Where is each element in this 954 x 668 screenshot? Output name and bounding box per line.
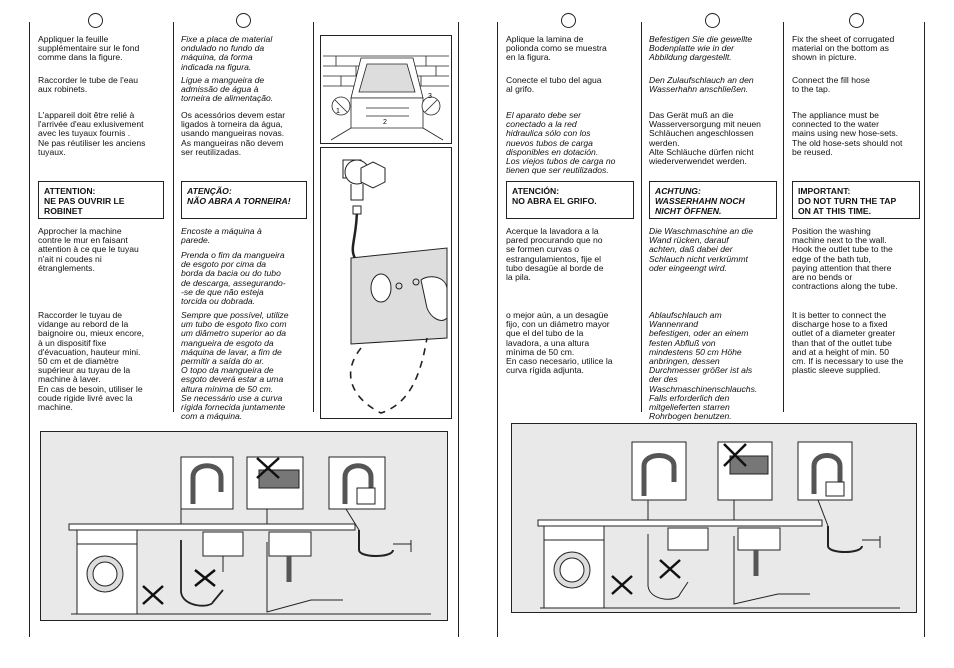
de-hose-note: Das Gerät muß an die Wasserversorgung mi… — [649, 110, 761, 167]
es-position-text: Acerque la lavadora a la pared procurand… — [506, 226, 604, 283]
pt-sheet-block: Fixe a placa de material ondulado no fun… — [181, 34, 311, 72]
fr-position-text: Approcher la machine contre le mur en fa… — [38, 226, 139, 273]
language-flag-circle — [705, 13, 720, 28]
pt-warning-box: ATENÇÃO: NÃO ABRA A TORNEIRA! — [181, 181, 307, 219]
left-page: Appliquer la feuille supplémentaire sur … — [29, 13, 459, 637]
de-drain-block: Ablaufschlauch am Wannenrand befestigen,… — [649, 310, 781, 422]
language-flag-circle — [849, 13, 864, 28]
es-hose-block: El aparato debe ser conectado a la red h… — [506, 110, 638, 176]
es-hose-note: El aparato debe ser conectado a la red h… — [506, 110, 616, 176]
en-hose-block: The appliance must be connected to the w… — [792, 110, 924, 157]
de-warning-box: ACHTUNG: WASSERHAHN NOCH NICHT ÖFFNEN. — [649, 181, 777, 219]
pt-sleeve-block: Se necessário use a curva rígida forneci… — [181, 393, 311, 422]
en-drain-text: It is better to connect the discharge ho… — [792, 310, 904, 376]
machine-bottom-illustration: 1 2 3 — [323, 55, 449, 141]
en-drain-block: It is better to connect the discharge ho… — [792, 310, 924, 376]
fr-hose-note-block: L'appareil doit être relié à l'arrivée d… — [38, 110, 168, 157]
pt-position-text: Encoste a máquina à parede. — [181, 226, 262, 246]
column-divider — [641, 22, 642, 412]
es-step-tap: Conecte el tubo del agua al grifo. — [506, 75, 602, 95]
de-drain-text: Ablaufschlauch am Wannenrand befestigen,… — [649, 310, 758, 422]
pt-outlet-text: Sempre que possível, utilize um tubo de … — [181, 310, 289, 394]
language-flag-circle — [236, 13, 251, 28]
step-number-1: 1 — [336, 108, 340, 115]
en-warning-box: IMPORTANT: DO NOT TURN THE TAP ON AT THI… — [792, 181, 920, 219]
de-sheet-block: Befestigen Sie die gewellte Bodenplatte … — [649, 34, 781, 63]
drain-hose-figure — [511, 423, 917, 613]
es-step-sheet: Aplique la lamina de polionda como se mu… — [506, 34, 607, 63]
pt-step-tap: Ligue a mangueira de admissão de água à … — [181, 75, 274, 104]
corrugated-sheet-figure: 1 2 3 — [320, 35, 452, 144]
tap-and-hose-illustration — [342, 159, 448, 414]
de-tap-block: Den Zulaufschlauch an den Wasserhahn ans… — [649, 75, 781, 95]
fr-position-block: Approcher la machine contre le mur en fa… — [38, 226, 168, 273]
en-step-sheet: Fix the sheet of corrugated material on … — [792, 34, 895, 63]
fr-drain-text: Raccorder le tuyau de vidange au rebord … — [38, 310, 145, 413]
right-page: Aplique la lamina de polionda como se mu… — [477, 0, 954, 668]
en-sheet-block: Fix the sheet of corrugated material on … — [792, 34, 924, 63]
pt-tap-block: Ligue a mangueira de admissão de água à … — [181, 75, 311, 104]
pt-sleeve-text: Se necessário use a curva rígida forneci… — [181, 393, 286, 422]
language-flag-circle — [88, 13, 103, 28]
de-position-block: Die Waschmaschine an die Wand rücken, da… — [649, 226, 781, 273]
de-step-tap: Den Zulaufschlauch an den Wasserhahn ans… — [649, 75, 754, 95]
pt-drain-block: Prenda o fim da mangueira de esgoto por … — [181, 250, 311, 307]
fr-step-tap: Raccorder le tube de l'eau aux robinets. — [38, 75, 139, 95]
step-number-2: 2 — [383, 119, 387, 126]
french-column: Appliquer la feuille supplémentaire sur … — [38, 34, 168, 63]
es-tap-block: Conecte el tubo del agua al grifo. — [506, 75, 638, 95]
drain-installation-illustration — [537, 441, 900, 609]
en-step-tap: Connect the fill hose to the tap. — [792, 75, 870, 95]
en-position-block: Position the washing machine next to the… — [792, 226, 924, 292]
language-flag-circle — [561, 13, 576, 28]
fr-warning-box: ATTENTION: NE PAS OUVRIR LE ROBINET — [38, 181, 164, 219]
pt-outlet-block: Sempre que possível, utilize um tubo de … — [181, 310, 311, 394]
tap-connection-figure — [320, 147, 452, 419]
es-position-block: Acerque la lavadora a la pared procurand… — [506, 226, 638, 283]
drain-installation-illustration — [68, 456, 431, 615]
column-divider — [783, 22, 784, 412]
en-tap-block: Connect the fill hose to the tap. — [792, 75, 924, 95]
column-divider — [173, 22, 174, 412]
pt-position-block: Encoste a máquina à parede. — [181, 226, 311, 246]
de-hose-block: Das Gerät muß an die Wasserversorgung mi… — [649, 110, 781, 167]
column-divider — [924, 22, 925, 637]
fr-hose-note: L'appareil doit être relié à l'arrivée d… — [38, 110, 146, 157]
es-drain-text: o mejor aún, a un desagüe fijo, con un d… — [506, 310, 613, 376]
fr-drain-block: Raccorder le tuyau de vidange au rebord … — [38, 310, 168, 413]
de-step-sheet: Befestigen Sie die gewellte Bodenplatte … — [649, 34, 753, 63]
es-sheet-block: Aplique la lamina de polionda como se mu… — [506, 34, 638, 63]
column-divider — [458, 22, 459, 637]
pt-drain-text: Prenda o fim da mangueira de esgoto por … — [181, 250, 286, 307]
fr-step-sheet: Appliquer la feuille supplémentaire sur … — [38, 34, 140, 63]
column-divider — [497, 22, 498, 637]
en-position-text: Position the washing machine next to the… — [792, 226, 898, 292]
es-warning-box: ATENCIÓN: NO ABRA EL GRIFO. — [506, 181, 634, 219]
step-number-3: 3 — [428, 93, 432, 100]
column-divider — [313, 22, 314, 412]
es-drain-block: o mejor aún, a un desagüe fijo, con un d… — [506, 310, 638, 376]
pt-step-sheet: Fixe a placa de material ondulado no fun… — [181, 34, 273, 72]
column-divider — [29, 22, 30, 637]
pt-hose-note: Os acessórios devem estar ligados à torn… — [181, 110, 286, 157]
drain-hose-figure — [40, 431, 448, 621]
de-position-text: Die Waschmaschine an die Wand rücken, da… — [649, 226, 753, 273]
pt-hose-block: Os acessórios devem estar ligados à torn… — [181, 110, 311, 157]
fr-step-tap-block: Raccorder le tube de l'eau aux robinets. — [38, 75, 168, 95]
en-hose-note: The appliance must be connected to the w… — [792, 110, 903, 157]
